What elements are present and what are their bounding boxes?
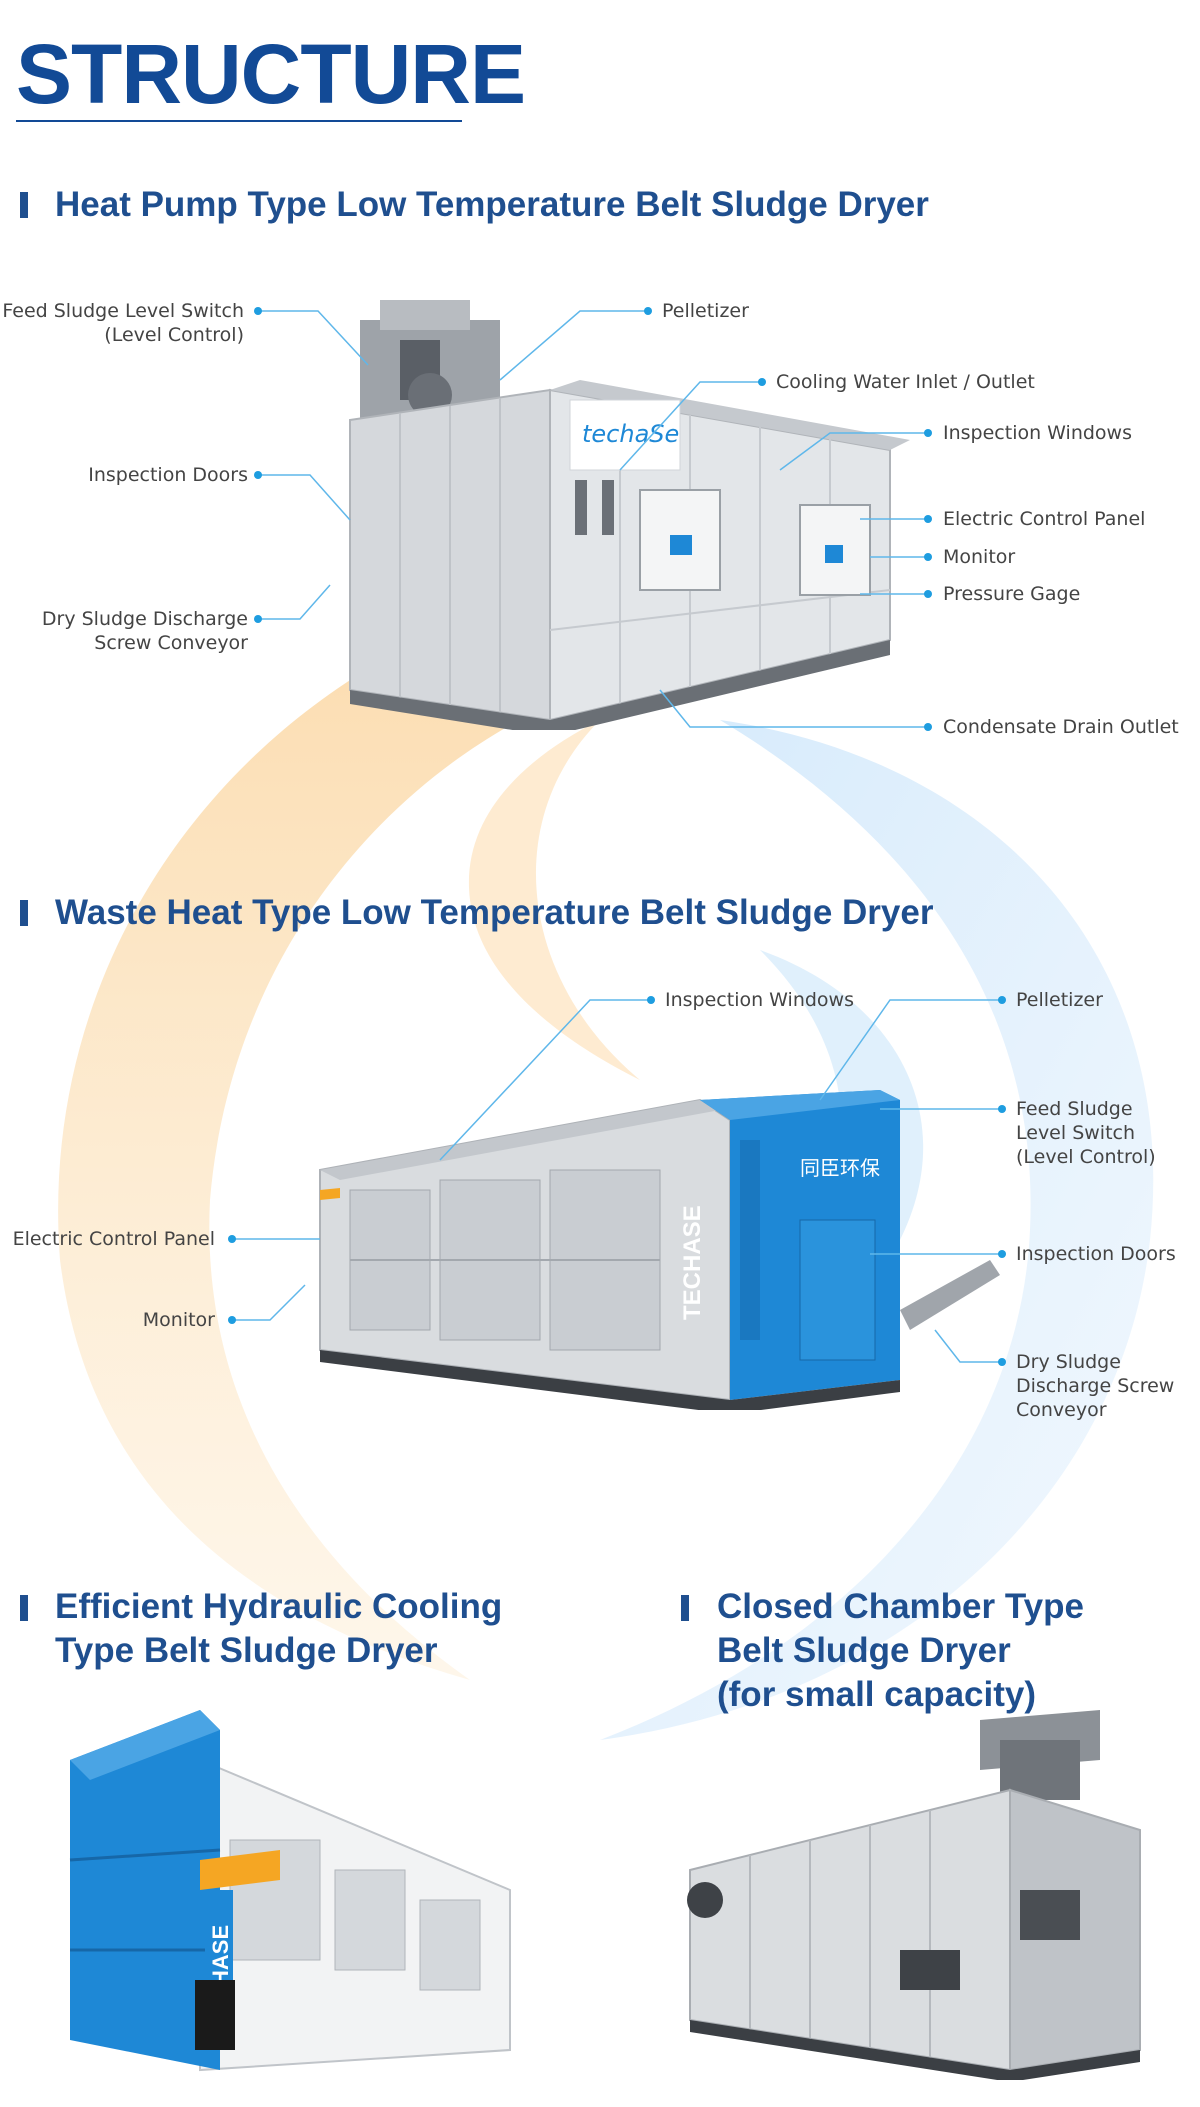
waste-heat-dryer-image: TECHASE 同臣环保 [319, 1090, 1000, 1410]
title-underline [16, 120, 462, 122]
heat-pump-label-feed-switch: Feed Sludge Level Switch (Level Control) [2, 300, 244, 346]
waste-heat-machine-cn: 同臣环保 [800, 1156, 880, 1180]
hydraulic-section-title: Efficient Hydraulic Cooling Type Belt Sl… [55, 1587, 503, 1670]
heat-pump-label-cooling-water: Cooling Water Inlet / Outlet [776, 371, 1035, 393]
waste-heat-machine-brand: TECHASE [679, 1205, 706, 1320]
section-marker [681, 1595, 689, 1621]
heat-pump-label-inspection-doors: Inspection Doors [88, 464, 248, 486]
heat-pump-label-condensate: Condensate Drain Outlet [943, 716, 1179, 738]
heat-pump-label-dry-discharge: Dry Sludge Discharge Screw Conveyor [41, 608, 248, 654]
heat-pump-label-pelletizer: Pelletizer [662, 300, 749, 322]
closed-chamber-section-title: Closed Chamber Type Belt Sludge Dryer (f… [717, 1587, 1084, 1714]
waste-heat-label-pelletizer: Pelletizer [1016, 989, 1103, 1011]
heat-pump-dryer-image: techaSe [349, 300, 910, 730]
heat-pump-label-inspection-windows: Inspection Windows [943, 422, 1132, 444]
section-marker [20, 192, 28, 218]
heat-pump-label-electric-panel: Electric Control Panel [943, 508, 1146, 530]
waste-heat-label-feed-switch: Feed Sludge Level Switch (Level Control) [1016, 1098, 1156, 1168]
waste-heat-label-electric-panel: Electric Control Panel [12, 1228, 215, 1250]
waste-heat-label-inspection-doors: Inspection Doors [1016, 1243, 1176, 1265]
waste-heat-label-monitor: Monitor [142, 1309, 215, 1331]
svg-text:techaSe: techaSe [582, 420, 679, 448]
closed-chamber-dryer-image [687, 1710, 1141, 2080]
heat-pump-label-monitor: Monitor [943, 546, 1016, 568]
heat-pump-label-pressure-gage: Pressure Gage [943, 583, 1081, 605]
hydraulic-dryer-image: TECHASE [69, 1710, 511, 2072]
section-marker [20, 1595, 28, 1621]
waste-heat-label-inspection-windows: Inspection Windows [665, 989, 854, 1011]
section-marker [20, 900, 28, 926]
heat-pump-section-title: Heat Pump Type Low Temperature Belt Slud… [55, 185, 929, 224]
page-title: STRUCTURE [16, 27, 526, 121]
waste-heat-section-title: Waste Heat Type Low Temperature Belt Slu… [55, 893, 934, 932]
waste-heat-label-dry-discharge: Dry Sludge Discharge Screw Conveyor [1016, 1351, 1175, 1421]
